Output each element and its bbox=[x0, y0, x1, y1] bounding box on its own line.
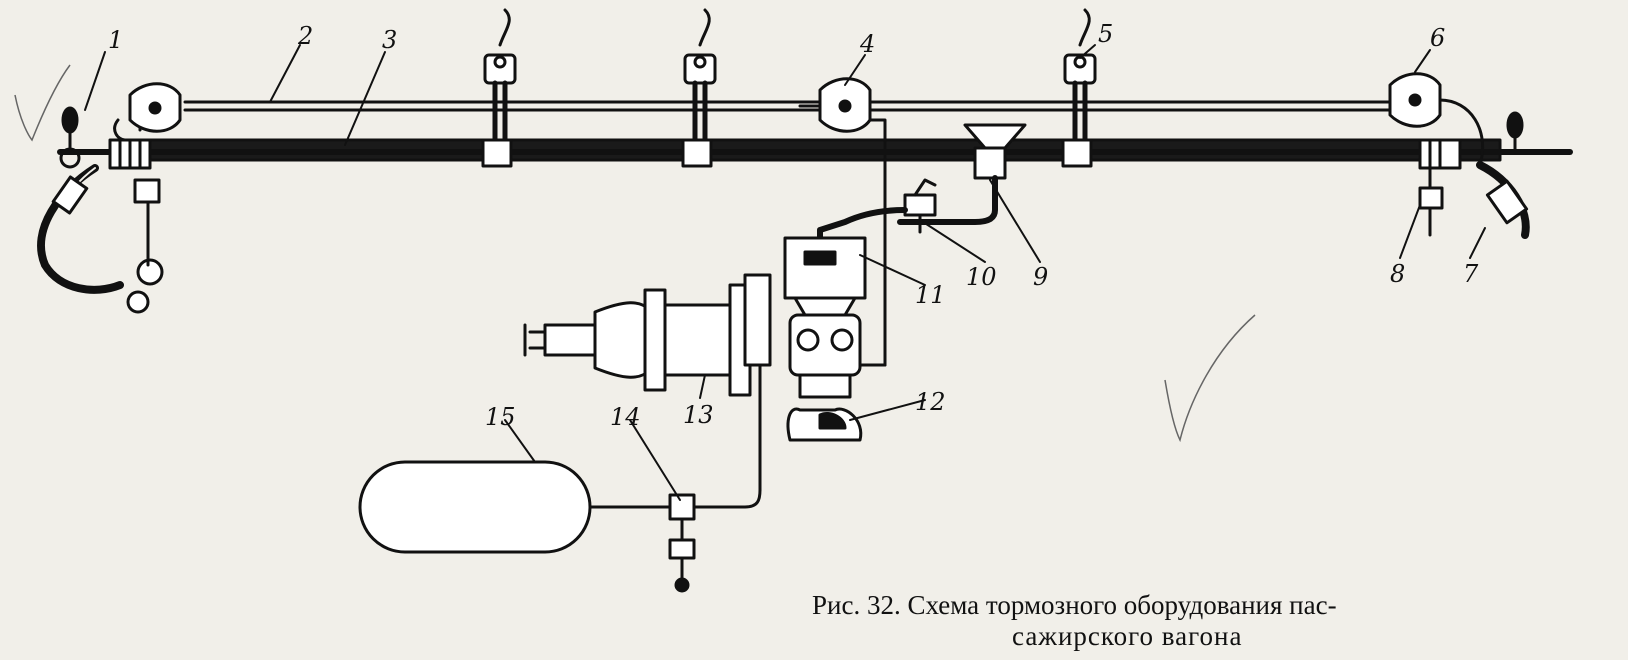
label-9: 9 bbox=[1033, 263, 1048, 291]
label-11: 11 bbox=[915, 281, 946, 309]
drain-valve bbox=[668, 493, 696, 593]
air-distributor bbox=[783, 198, 887, 399]
reservoir bbox=[358, 460, 762, 554]
left-end-valve bbox=[59, 106, 152, 170]
brake-cylinder bbox=[523, 273, 772, 492]
upper-pipe bbox=[183, 100, 1397, 112]
label-14: 14 bbox=[610, 403, 641, 431]
right-end-valve bbox=[1418, 111, 1524, 170]
main-brake-pipe bbox=[57, 138, 1573, 162]
leader-lines bbox=[84, 44, 1486, 501]
label-10: 10 bbox=[966, 263, 997, 291]
dirt-collector bbox=[897, 123, 1027, 225]
label-6: 6 bbox=[1430, 24, 1445, 52]
emergency-valve-5 bbox=[1061, 8, 1097, 168]
right-cock bbox=[1388, 72, 1485, 167]
label-4: 4 bbox=[859, 30, 875, 58]
label-8: 8 bbox=[1390, 260, 1405, 288]
middle-cock bbox=[798, 77, 887, 202]
caption-line-1: Рис. 32. Схема тормозного оборудования п… bbox=[812, 590, 1337, 620]
figure-caption: Рис. 32. Схема тормозного оборудования п… bbox=[812, 590, 1612, 652]
emergency-valve-2 bbox=[681, 8, 717, 168]
emergency-valve-1 bbox=[481, 8, 517, 168]
left-hose bbox=[37, 164, 164, 314]
label-13: 13 bbox=[683, 401, 714, 429]
label-7: 7 bbox=[1463, 260, 1479, 288]
label-1: 1 bbox=[108, 26, 123, 54]
label-15: 15 bbox=[485, 403, 516, 431]
pencil-check-marks bbox=[14, 64, 1256, 443]
left-cock bbox=[113, 82, 182, 142]
right-hose bbox=[1418, 161, 1530, 239]
caption-line-2: сажирского вагона bbox=[1012, 621, 1243, 651]
release-valve-handle bbox=[786, 407, 863, 442]
label-12: 12 bbox=[915, 388, 946, 416]
label-5: 5 bbox=[1098, 20, 1113, 48]
disconnect-cock bbox=[817, 178, 937, 243]
label-3: 3 bbox=[382, 26, 397, 54]
label-2: 2 bbox=[297, 22, 313, 50]
